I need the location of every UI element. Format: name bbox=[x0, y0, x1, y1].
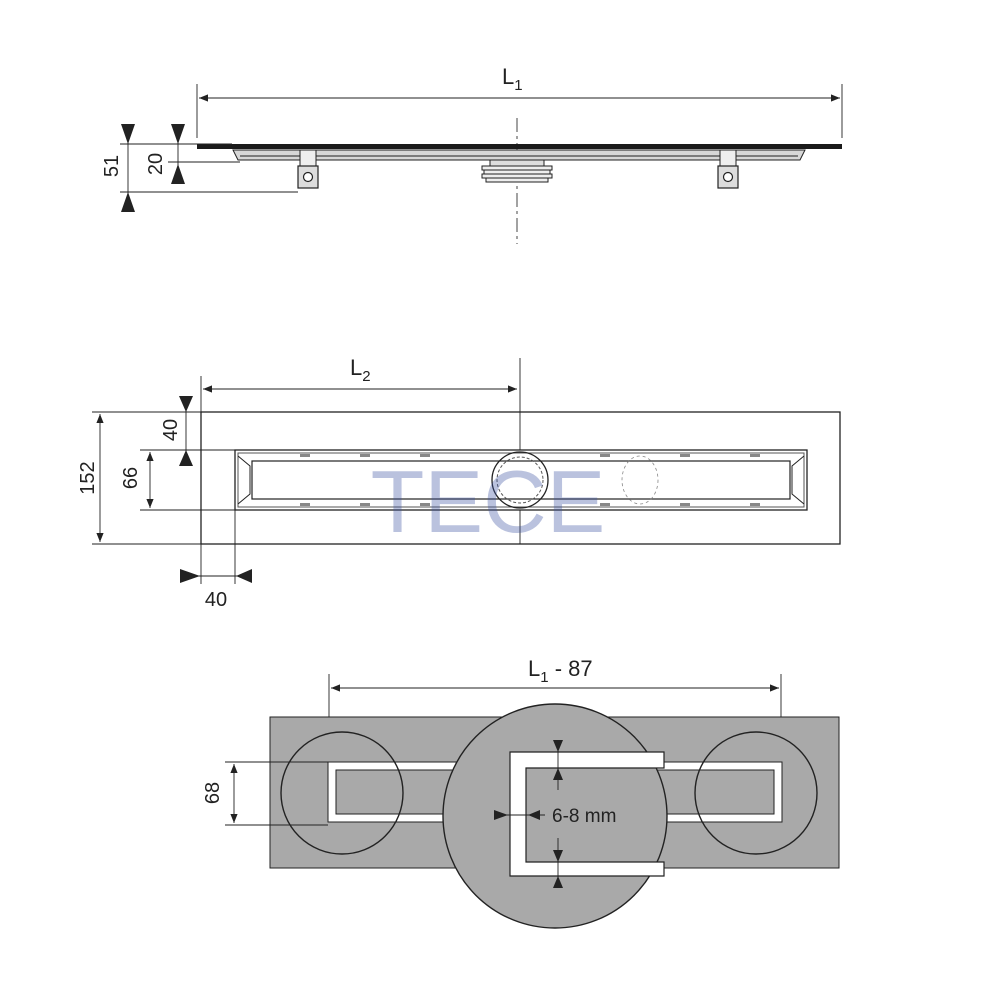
top-view: L2 TECE 152 bbox=[77, 355, 841, 611]
side-view: L1 bbox=[101, 64, 843, 244]
side-plate bbox=[197, 144, 842, 149]
side-length-label: L1 bbox=[502, 64, 523, 94]
recess-right-detail-circle bbox=[694, 731, 818, 855]
recess-length-label: L1 - 87 bbox=[528, 656, 593, 686]
top-drain-outlet bbox=[491, 451, 549, 509]
recess-width-label: 68 bbox=[202, 782, 224, 804]
recess-view: L1 - 87 68 6-8 mm bbox=[202, 656, 840, 929]
top-length-label: L2 bbox=[350, 355, 371, 385]
side-channel bbox=[232, 149, 806, 161]
side-outlet bbox=[481, 159, 553, 183]
recess-magnified-groove bbox=[509, 751, 665, 877]
top-slot-width-label: 66 bbox=[120, 467, 142, 489]
side-margin-label: 40 bbox=[205, 589, 227, 611]
side-total-height-label: 51 bbox=[101, 155, 123, 177]
recess-gap-label: 6-8 mm bbox=[552, 806, 616, 827]
recess-left-detail-circle bbox=[280, 731, 404, 855]
side-left-foot bbox=[297, 149, 319, 189]
top-margin-label: 40 bbox=[160, 419, 182, 441]
top-slot-inner bbox=[251, 460, 791, 500]
top-watermark: TECE bbox=[371, 452, 606, 551]
top-total-width-label: 152 bbox=[77, 461, 99, 494]
side-channel-height-label: 20 bbox=[145, 153, 167, 175]
side-right-foot bbox=[717, 149, 739, 189]
